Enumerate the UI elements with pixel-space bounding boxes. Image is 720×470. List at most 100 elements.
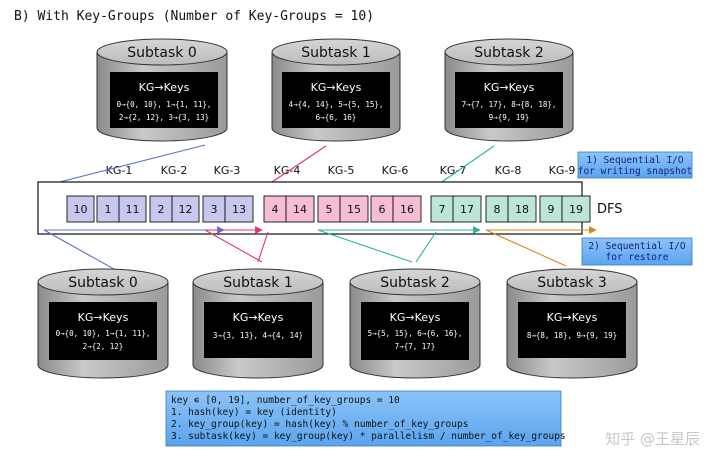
formula-line: 1. hash(key) = key (identity) bbox=[171, 407, 337, 418]
kg-keys-line: 9→{9, 19} bbox=[489, 113, 530, 122]
note-box bbox=[577, 151, 693, 179]
cell-key-value: 7 bbox=[439, 203, 446, 216]
kg-keys-title: KG→Keys bbox=[311, 81, 362, 94]
note-line: for restore bbox=[606, 252, 669, 263]
kg-keys-box bbox=[518, 302, 626, 358]
cylinder-top bbox=[192, 268, 324, 296]
kg-keys-title: KG→Keys bbox=[233, 311, 284, 324]
bottom-subtask-0: Subtask 0 KG→Keys 0→{0, 10}, 1→{1, 11}, … bbox=[37, 268, 169, 379]
arrow-to-bottom-subtask1 bbox=[257, 231, 269, 263]
note-line: 1) Sequential I/O bbox=[586, 155, 684, 166]
subtask-title: Subtask 1 bbox=[223, 275, 292, 291]
kg-label: KG-9 bbox=[549, 164, 576, 177]
cell-key bbox=[561, 195, 591, 223]
cell-key-value: 2 bbox=[158, 203, 165, 216]
diagram-heading: B) With Key-Groups (Number of Key-Groups… bbox=[14, 9, 374, 24]
bottom-subtask-3: Subtask 3 KG→Keys 8→{8, 18}, 9→{9, 19} bbox=[506, 268, 638, 379]
kg-keys-box bbox=[204, 302, 312, 358]
kg-keys-title: KG→Keys bbox=[547, 311, 598, 324]
kg-keys-box bbox=[282, 72, 390, 128]
kg-label: KG-5 bbox=[328, 164, 355, 177]
note-line: for writing snapshot bbox=[578, 166, 692, 177]
cell-key-value: 12 bbox=[179, 203, 193, 216]
top-subtask-2: Subtask 2 KG→Keys 7→{7, 17}, 8→{8, 18}, … bbox=[444, 38, 574, 142]
cylinder-top bbox=[271, 38, 401, 66]
cell-key-value: 5 bbox=[326, 203, 333, 216]
cell-key bbox=[118, 195, 147, 223]
kg-label: KG-2 bbox=[161, 164, 188, 177]
cell-key bbox=[339, 195, 369, 223]
cell-key-value: 19 bbox=[569, 203, 583, 216]
cell-key bbox=[171, 195, 200, 223]
formula-box: key ∊ [0, 19], number_of_key_groups = 10… bbox=[165, 390, 566, 447]
restore-connector-arrows bbox=[43, 226, 597, 279]
cylinder-top bbox=[37, 268, 169, 296]
arrow-to-bottom-subtask2 bbox=[317, 229, 413, 263]
kg-keys-box bbox=[455, 72, 563, 128]
cell-key-value: 8 bbox=[494, 203, 501, 216]
kg-label: KG-1 bbox=[106, 164, 133, 177]
kg-keys-line: 2→{2, 12} bbox=[83, 342, 124, 351]
kg-label: KG-3 bbox=[214, 164, 241, 177]
cylinder-top bbox=[349, 268, 481, 296]
kg-keys-title: KG→Keys bbox=[484, 81, 535, 94]
note-box bbox=[581, 237, 693, 266]
kg-keys-box bbox=[361, 302, 469, 360]
subtask-title: Subtask 1 bbox=[301, 45, 370, 61]
cell-key-value: 15 bbox=[347, 203, 361, 216]
cell-key bbox=[507, 195, 537, 223]
cell-key-value: 1 bbox=[105, 203, 112, 216]
subtask-title: Subtask 0 bbox=[127, 45, 196, 61]
cell-key-value: 14 bbox=[293, 203, 307, 216]
note-sequential-snapshot: 1) Sequential I/O for writing snapshot bbox=[577, 151, 693, 179]
watermark: 知乎 @王星辰 bbox=[605, 430, 700, 448]
cell-key-value: 3 bbox=[211, 203, 218, 216]
cell-key-value: 10 bbox=[74, 203, 88, 216]
arrow-to-bottom-subtask1 bbox=[204, 229, 263, 263]
cell-key-value: 4 bbox=[272, 203, 279, 216]
note-sequential-restore: 2) Sequential I/O for restore bbox=[581, 237, 693, 266]
cell-key bbox=[66, 195, 95, 223]
kg-keys-line: 8→{8, 18}, 9→{9, 19} bbox=[527, 331, 617, 340]
kg-label-row: KG-1 KG-2 KG-3 KG-4 KG-5 KG-6 KG-7 KG-8 … bbox=[106, 164, 576, 177]
kg-keys-box bbox=[110, 72, 218, 128]
kg-keys-line: 0→{0, 10}, 1→{1, 11}, bbox=[117, 100, 212, 109]
top-subtask-0: Subtask 0 KG→Keys 0→{0, 10}, 1→{1, 11}, … bbox=[96, 38, 228, 142]
subtask-title: Subtask 0 bbox=[68, 275, 137, 291]
bottom-subtask-1: Subtask 1 KG→Keys 3→{3, 13}, 4→{4, 14} bbox=[192, 268, 324, 379]
cell-key-value: 11 bbox=[126, 203, 140, 216]
note-line: 2) Sequential I/O bbox=[588, 241, 686, 252]
formula-line: key ∊ [0, 19], number_of_key_groups = 10 bbox=[171, 395, 400, 406]
cell-key bbox=[452, 195, 482, 223]
cylinder-top bbox=[506, 268, 638, 296]
kg-keys-title: KG→Keys bbox=[139, 81, 190, 94]
kg-keys-line: 4→{4, 14}, 5→{5, 15}, bbox=[289, 100, 384, 109]
key-group-cells: 10 1 11 2 12 3 13 4 14 5 15 6 16 7 17 bbox=[66, 195, 591, 223]
kg-keys-title: KG→Keys bbox=[390, 311, 441, 324]
cell-key-value: 17 bbox=[460, 203, 474, 216]
kg-label: KG-7 bbox=[440, 164, 467, 177]
cell-key bbox=[392, 195, 422, 223]
kg-label: KG-6 bbox=[382, 164, 409, 177]
formula-background bbox=[165, 390, 562, 447]
kg-keys-line: 3→{3, 13}, 4→{4, 14} bbox=[213, 331, 303, 340]
kg-keys-title: KG→Keys bbox=[78, 311, 129, 324]
dfs-label: DFS bbox=[597, 202, 623, 217]
cell-key-value: 6 bbox=[379, 203, 386, 216]
cell-key-value: 13 bbox=[232, 203, 246, 216]
cell-key-value: 16 bbox=[400, 203, 414, 216]
kg-keys-line: 7→{7, 17}, 8→{8, 18}, bbox=[462, 100, 557, 109]
bottom-subtask-2: Subtask 2 KG→Keys 5→{5, 15}, 6→{6, 16}, … bbox=[349, 268, 481, 379]
cylinder-top bbox=[444, 38, 574, 66]
subtask-title: Subtask 2 bbox=[474, 45, 543, 61]
arrow-to-bottom-subtask3 bbox=[485, 229, 567, 267]
kg-keys-line: 0→{0, 10}, 1→{1, 11}, bbox=[56, 329, 151, 338]
cell-key-value: 18 bbox=[515, 203, 529, 216]
kg-label: KG-8 bbox=[495, 164, 522, 177]
top-subtask-1: Subtask 1 KG→Keys 4→{4, 14}, 5→{5, 15}, … bbox=[271, 38, 401, 142]
cylinder-top bbox=[96, 38, 228, 66]
formula-line: 2. key_group(key) = hash(key) % number_o… bbox=[171, 419, 468, 430]
arrow-to-bottom-subtask2 bbox=[415, 231, 437, 263]
subtask-title: Subtask 3 bbox=[537, 275, 606, 291]
cell-key bbox=[224, 195, 254, 223]
